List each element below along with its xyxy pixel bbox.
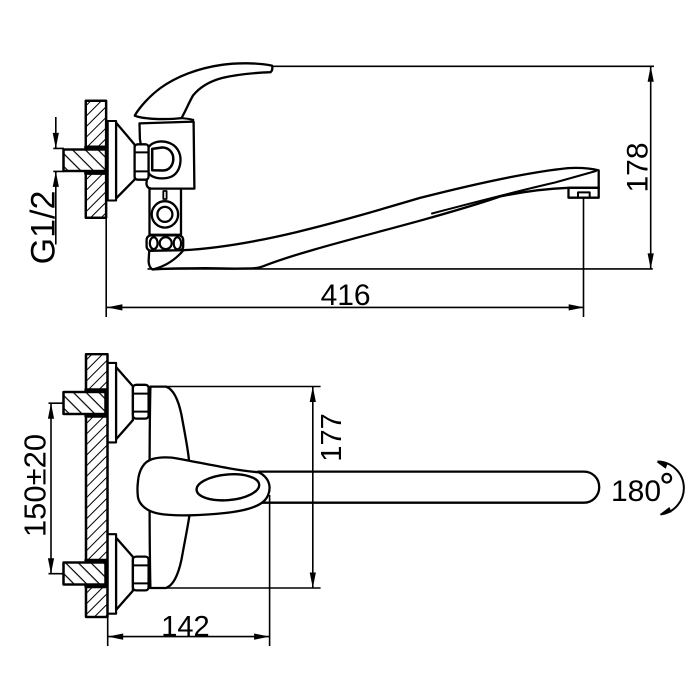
svg-text:177: 177 [316, 413, 348, 461]
svg-text:150±20: 150±20 [18, 434, 53, 537]
svg-text:180: 180 [611, 475, 661, 508]
svg-text:G1/2: G1/2 [25, 191, 63, 265]
svg-text:416: 416 [321, 279, 371, 312]
svg-text:178: 178 [622, 142, 655, 192]
svg-text:142: 142 [161, 611, 209, 643]
